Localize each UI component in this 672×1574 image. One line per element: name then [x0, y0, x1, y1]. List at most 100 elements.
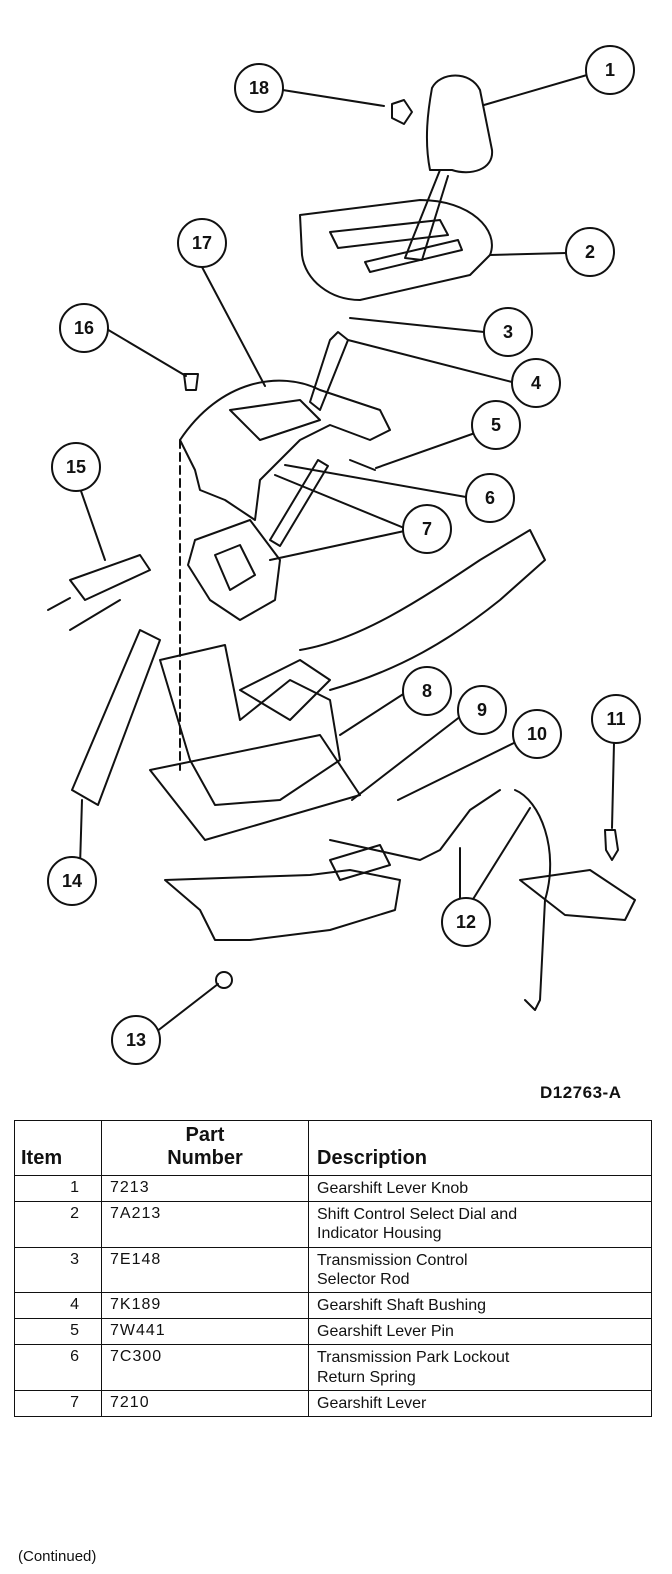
item-18-clip-part [391, 99, 413, 125]
callout-16-label: 16 [74, 318, 94, 338]
callout-9 [457, 685, 507, 735]
callout-18-label: 18 [249, 78, 269, 98]
gearshift-knob-part [425, 74, 494, 174]
callout-13 [111, 1015, 161, 1065]
callout-4-label: 4 [531, 373, 541, 393]
wire-harness-part [299, 529, 546, 691]
cell-part-number: 7210 [101, 1389, 309, 1417]
callout-6 [465, 473, 515, 523]
callout-5-label: 5 [491, 415, 501, 435]
nut-13-part [215, 971, 233, 989]
cell-description: Gearshift Lever [308, 1389, 652, 1417]
header-part-number: Part Number [101, 1120, 309, 1176]
callout-7-label: 7 [422, 519, 432, 539]
callout-2 [565, 227, 615, 277]
cell-item: 2 [14, 1201, 102, 1248]
cell-part-number: 7C300 [101, 1344, 309, 1391]
callout-9-label: 9 [477, 700, 487, 720]
cell-part-number: 7W441 [101, 1318, 309, 1346]
description-line: Transmission Park Lockout [317, 1349, 510, 1367]
callout-14-label: 14 [62, 871, 82, 891]
cell-part-number: 7A213 [101, 1201, 309, 1248]
description-line: Transmission Control [317, 1251, 468, 1269]
header-part-line1: Part [185, 1124, 225, 1146]
callout-16 [59, 303, 109, 353]
cell-item: 1 [14, 1174, 102, 1203]
shift-base-part [159, 644, 341, 806]
description-line: Gearshift Lever Knob [317, 1180, 469, 1197]
header-part-line2: Number [167, 1147, 243, 1169]
callout-7 [402, 504, 452, 554]
cell-part-number: 7213 [101, 1174, 309, 1203]
description-line: Gearshift Shaft Bushing [317, 1296, 486, 1314]
cell-item: 4 [14, 1291, 102, 1320]
callout-15-label: 15 [66, 457, 86, 477]
continued-note: (Continued) [18, 1548, 97, 1565]
callout-5 [471, 400, 521, 450]
callout-12 [441, 897, 491, 947]
callout-2-label: 2 [585, 242, 595, 262]
header-item: Item [14, 1120, 102, 1176]
callout-6-label: 6 [485, 488, 495, 508]
lever-bracket-part [179, 379, 391, 521]
table-header-row: Item Part Number Description [14, 1120, 652, 1176]
lower-lever-part [164, 869, 401, 941]
callout-13-label: 13 [126, 1030, 146, 1050]
gearshift-lever-part [187, 519, 281, 621]
header-description: Description [308, 1120, 652, 1176]
callout-17-label: 17 [192, 233, 212, 253]
figure-id: D12763-A [540, 1083, 622, 1102]
callout-1-label: 1 [605, 60, 615, 80]
callout-15 [51, 442, 101, 492]
select-dial-housing-part [299, 199, 493, 301]
screw-16-part [183, 373, 199, 391]
callout-11 [591, 694, 641, 744]
selector-rod-part [309, 331, 349, 411]
callout-14 [47, 856, 97, 906]
description-line: Selector Rod [317, 1270, 410, 1288]
exploded-diagram: 1 18 2 17 3 16 4 5 15 6 7 8 9 10 11 14 1… [47, 45, 641, 1065]
park-lockout-spring-part [269, 459, 329, 547]
callout-3-label: 3 [503, 322, 513, 342]
description-line: Gearshift Lever Pin [317, 1323, 454, 1341]
description-line: Gearshift Lever [317, 1394, 427, 1412]
callout-3 [483, 307, 533, 357]
callout-17 [177, 218, 227, 268]
cell-item: 7 [14, 1389, 102, 1417]
description-line: Indicator Housing [317, 1225, 442, 1243]
cell-description: Gearshift Shaft Bushing [308, 1291, 652, 1320]
callout-4 [511, 358, 561, 408]
callout-11-label: 11 [606, 709, 625, 729]
description-line: Shift Control Select Dial and [317, 1206, 518, 1224]
mounting-bracket-part [71, 629, 161, 806]
cell-item: 3 [14, 1246, 102, 1293]
shift-cable-part [329, 789, 501, 861]
cell-part-number: 7K189 [101, 1291, 309, 1320]
callout-10-label: 10 [527, 724, 547, 744]
callout-18 [234, 63, 284, 113]
callout-12-label: 12 [456, 912, 476, 932]
callout-1 [585, 45, 635, 95]
callout-10 [512, 709, 562, 759]
cell-description: Gearshift Lever Pin [308, 1318, 652, 1346]
cell-item: 5 [14, 1318, 102, 1346]
cell-item: 6 [14, 1344, 102, 1391]
callout-8 [402, 666, 452, 716]
cell-part-number: 7E148 [101, 1246, 309, 1293]
solenoid-part [69, 554, 151, 601]
fastener-11-part [604, 829, 619, 861]
description-line: Return Spring [317, 1368, 416, 1386]
cell-description: Gearshift Lever Knob [308, 1174, 652, 1203]
